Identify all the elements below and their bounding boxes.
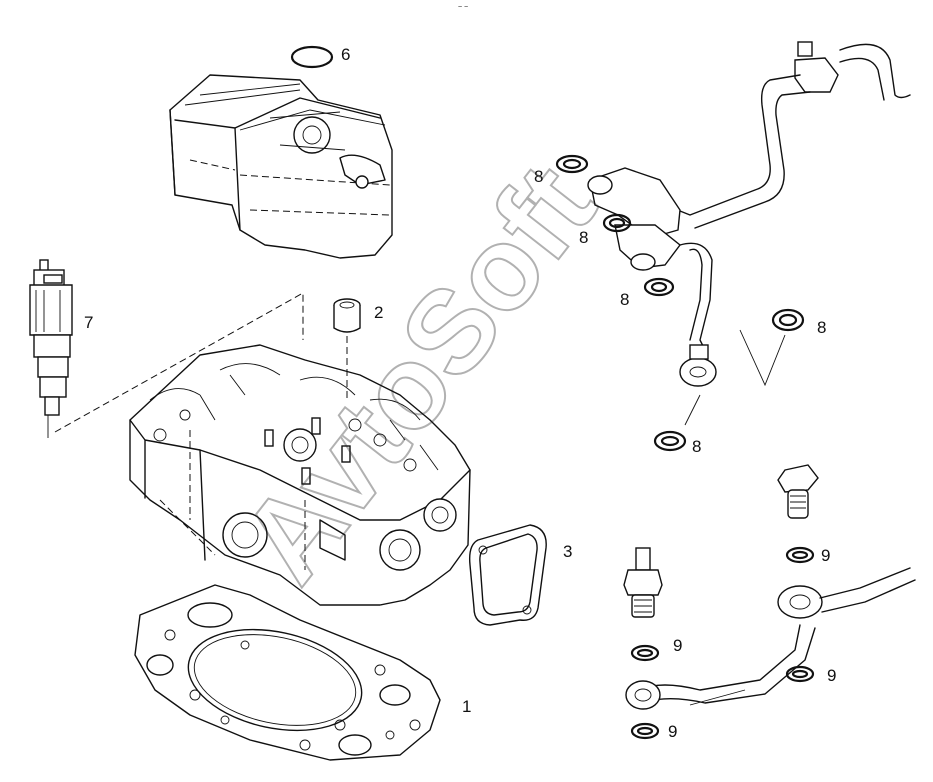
callout-8b: 8 xyxy=(579,228,588,247)
callout-9a: 9 xyxy=(821,546,830,565)
fuel-line-lower xyxy=(625,567,916,710)
sealing-washer-8c xyxy=(643,277,675,297)
sealing-washer-8b-inner xyxy=(608,217,626,229)
callout-1: 1 xyxy=(462,697,471,716)
sealing-washer-8c-inner xyxy=(650,281,668,293)
sealing-washer-8a-inner xyxy=(562,158,582,170)
sealing-washer-9b-inner xyxy=(636,648,654,658)
callout-8e: 8 xyxy=(692,437,701,456)
sealing-washer-8a xyxy=(555,154,589,174)
sealing-washer-9c-inner xyxy=(791,669,809,679)
sealing-washer-8d xyxy=(771,308,805,332)
banjo-bolt xyxy=(777,464,819,519)
sealing-washer-8e xyxy=(653,430,687,452)
valve-guide xyxy=(333,298,361,333)
lower-line-leader xyxy=(689,689,746,706)
sealing-washer-9a-inner xyxy=(791,550,809,560)
callout-7: 7 xyxy=(84,313,93,332)
top-mark: ~ − xyxy=(458,4,468,11)
cylinder-head-gasket xyxy=(134,584,441,761)
fuel-line-upper xyxy=(587,41,911,387)
sealing-washer-9c xyxy=(785,665,815,683)
callout-9d: 9 xyxy=(668,722,677,741)
callout-9b: 9 xyxy=(673,636,682,655)
callout-6: 6 xyxy=(341,45,350,64)
sealing-washer-9a xyxy=(785,546,815,564)
sealing-washer-8b xyxy=(602,213,632,233)
callout-8c: 8 xyxy=(620,290,629,309)
sealing-washer-9b xyxy=(630,644,660,662)
callout-3: 3 xyxy=(563,542,572,561)
manifold-gasket xyxy=(468,524,547,626)
callout-9c: 9 xyxy=(827,666,836,685)
callout-8d: 8 xyxy=(817,318,826,337)
sealing-washer-9d-inner xyxy=(636,726,654,736)
callout-2: 2 xyxy=(374,303,383,322)
injector xyxy=(29,259,73,438)
cylinder-head xyxy=(129,344,471,606)
injector-leader-line xyxy=(54,292,304,433)
valve-cover xyxy=(169,74,393,259)
union-fitting xyxy=(623,547,663,618)
sealing-washer-8d-inner xyxy=(778,313,798,327)
sealing-washer-9d xyxy=(630,722,660,740)
o-ring-6 xyxy=(290,45,334,69)
leader-lines-8 xyxy=(684,329,786,426)
callout-8a: 8 xyxy=(534,167,543,186)
sealing-washer-8e-inner xyxy=(660,435,680,447)
